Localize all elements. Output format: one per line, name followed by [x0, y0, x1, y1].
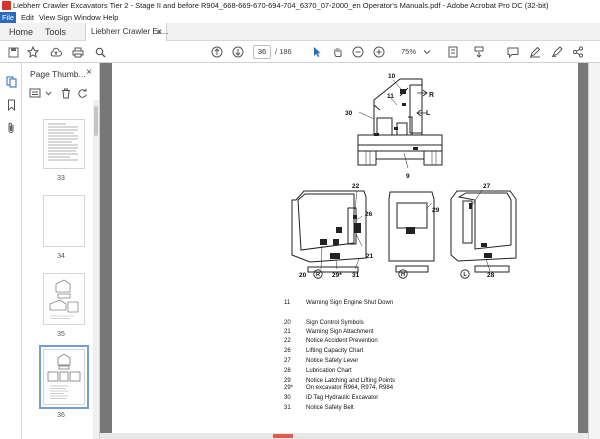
thumbnail-page-number: 34 [57, 253, 65, 260]
rotate-page-icon[interactable] [76, 86, 88, 100]
comment-icon[interactable] [506, 45, 520, 59]
pdf-page: R L [112, 63, 578, 439]
menu-bar: File Edit View Sign Window Help [0, 12, 600, 23]
page-down-icon[interactable] [231, 45, 245, 59]
callout-28: 28 [487, 272, 495, 279]
menu-help[interactable]: Help [103, 13, 119, 22]
svg-text:R: R [429, 92, 434, 99]
scroll-indicator [273, 434, 293, 438]
svg-text:L: L [426, 110, 431, 117]
callout-9: 9 [406, 173, 410, 180]
sign-pen-icon[interactable] [550, 45, 564, 59]
trash-icon[interactable] [60, 86, 72, 100]
callout-29: 29 [432, 207, 440, 214]
hand-tool-icon[interactable] [331, 45, 345, 59]
scroll-mode-icon[interactable] [472, 45, 486, 59]
panel-close-icon[interactable]: × [86, 67, 92, 78]
print-icon[interactable] [71, 45, 85, 59]
page-thumbnail-35[interactable] [43, 273, 85, 325]
tab-close-icon[interactable]: × [155, 27, 161, 37]
thumbnail-options-icon[interactable] [28, 86, 42, 100]
bookmark-star-icon[interactable] [26, 45, 40, 59]
share-icon[interactable] [571, 45, 585, 59]
callout-10: 10 [388, 73, 396, 80]
tab-document-label: Liebherr Crawler Ex... [91, 27, 169, 36]
view-mark-h: H [401, 272, 405, 278]
page-up-icon[interactable] [210, 45, 224, 59]
horizontal-scrollbar[interactable] [100, 433, 588, 439]
upload-cloud-icon[interactable] [49, 45, 63, 59]
page-thumbnails-panel: Page Thumb... × 33 34 [22, 63, 100, 439]
tab-document[interactable]: Liebherr Crawler Ex... × [85, 23, 169, 41]
scrollbar-thumb[interactable] [94, 106, 98, 136]
menu-edit[interactable]: Edit [21, 13, 34, 22]
chevron-down-icon[interactable] [44, 86, 52, 100]
window-title: Liebherr Crawler Excavators Tier 2 - Sta… [13, 1, 549, 10]
excavator-sign-locations-figure: R L [291, 73, 517, 279]
select-cursor-icon[interactable] [310, 45, 324, 59]
thumbnail-list: 33 34 35 [22, 103, 100, 439]
fit-page-icon[interactable] [446, 45, 460, 59]
callout-21: 21 [366, 253, 374, 260]
acrobat-logo-icon [2, 1, 11, 10]
thumbnail-page-number: 36 [57, 412, 65, 419]
tab-tools[interactable]: Tools [45, 27, 67, 37]
callout-30: 30 [345, 110, 353, 117]
panel-title: Page Thumb... [30, 69, 86, 79]
menu-file[interactable]: File [0, 12, 17, 23]
save-icon[interactable] [6, 45, 20, 59]
callout-27: 27 [483, 183, 491, 190]
navigation-rail [0, 63, 22, 439]
tab-bar: Home Tools Liebherr Crawler Ex... × [0, 23, 600, 41]
thumbnail-scrollbar[interactable] [93, 100, 99, 439]
thumbnail-page-number: 33 [57, 175, 65, 182]
page-thumbnail-34[interactable] [43, 195, 85, 247]
callout-31: 31 [352, 272, 360, 279]
view-mark-l: L [463, 272, 467, 278]
page-total: / 186 [275, 47, 292, 56]
page-thumbnail-36[interactable] [39, 345, 89, 409]
callout-11: 11 [387, 93, 394, 100]
page-thumbnail-33[interactable] [43, 119, 85, 169]
highlight-pen-icon[interactable] [528, 45, 542, 59]
search-icon[interactable] [93, 45, 107, 59]
bookmark-icon[interactable] [5, 99, 17, 111]
toolbar: 36 / 186 75% [0, 41, 600, 63]
callout-22: 22 [352, 183, 360, 190]
attachment-paperclip-icon[interactable] [5, 122, 17, 134]
tab-home[interactable]: Home [9, 27, 34, 37]
document-viewport[interactable]: R L [100, 63, 588, 439]
callout-26: 26 [365, 211, 373, 218]
callout-29-star: 29* [332, 272, 342, 279]
zoom-level-select[interactable]: 75% [401, 47, 417, 56]
page-thumbnails-icon[interactable] [5, 76, 17, 88]
menu-window[interactable]: Window [74, 13, 101, 22]
view-mark-r: R [316, 272, 320, 278]
title-bar: Liebherr Crawler Excavators Tier 2 - Sta… [0, 0, 600, 12]
zoom-in-icon[interactable] [372, 45, 386, 59]
chevron-down-icon[interactable] [420, 45, 434, 59]
zoom-out-icon[interactable] [351, 45, 365, 59]
thumbnail-page-number: 35 [57, 331, 65, 338]
page-number-input[interactable]: 36 [253, 45, 271, 59]
menu-sign[interactable]: Sign [57, 13, 73, 22]
menu-view[interactable]: View [39, 13, 56, 22]
callout-20: 20 [299, 272, 307, 279]
right-tools-rail[interactable] [588, 63, 600, 439]
